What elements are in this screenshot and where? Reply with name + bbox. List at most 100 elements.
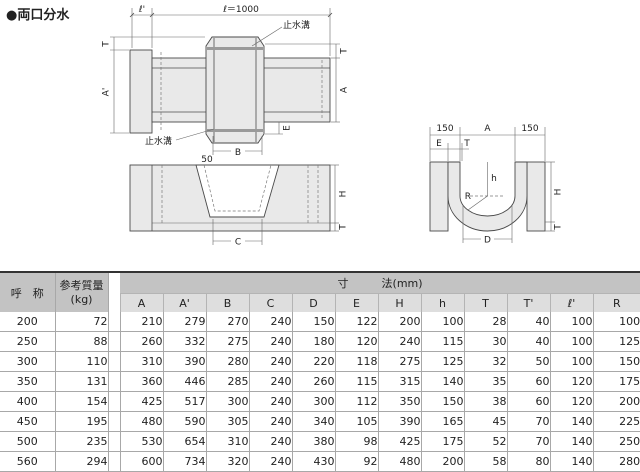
header-col-a: A	[119, 293, 163, 312]
dimension-cell: 480	[119, 411, 163, 432]
dimension-cell: 300	[205, 391, 249, 412]
dimension-cell: 115	[420, 331, 464, 352]
dimension-cell: 200	[420, 451, 464, 472]
nominal-size-cell: 500	[0, 431, 55, 452]
dimension-cell: 120	[334, 331, 378, 352]
dimension-table: 呼 称 参考質量 (kg) 寸 法(mm) A A' B C D E H h T…	[0, 271, 640, 472]
dimension-cell: 240	[248, 351, 292, 372]
cross-section-view: 150 A 150 E T h R D H T	[429, 124, 564, 246]
dimension-cell: 280	[205, 351, 249, 372]
technical-drawing: ℓ' ℓ＝1000 止水溝 止水溝 T A' T A E B 50	[102, 5, 564, 248]
dimension-cell: 70	[506, 431, 550, 452]
dimension-cell: 279	[162, 312, 206, 332]
dimension-tick	[129, 12, 135, 18]
dimension-cell: 320	[205, 451, 249, 472]
reference-mass-cell: 235	[54, 431, 108, 452]
section-e-label: E	[436, 139, 442, 149]
section-h-label: H	[554, 189, 564, 196]
t-right-label: T	[340, 48, 350, 55]
dimension-cell: 425	[119, 391, 163, 412]
header-reference-mass-unit: (kg)	[70, 292, 93, 306]
dimension-cell: 240	[248, 371, 292, 392]
header-col-e: E	[334, 293, 378, 312]
reference-mass-cell: 88	[54, 331, 108, 352]
dimension-cell: 100	[549, 312, 593, 332]
dimension-cell: 350	[377, 391, 421, 412]
reference-mass-cell: 72	[54, 312, 108, 332]
b-label: B	[235, 148, 241, 158]
dimension-cell: 200	[377, 312, 421, 332]
dimension-cell: 60	[506, 391, 550, 412]
dimension-cell: 225	[592, 411, 640, 432]
header-spacer	[108, 271, 120, 312]
header-reference-mass: 参考質量 (kg)	[55, 271, 109, 312]
nominal-size-cell: 250	[0, 331, 55, 352]
dimension-tick	[149, 12, 155, 18]
spacer-cell	[107, 371, 120, 392]
nominal-size-cell: 400	[0, 391, 55, 412]
header-dimensions: 寸 法(mm)	[120, 271, 640, 294]
dimension-cell: 180	[291, 331, 335, 352]
dimension-cell: 125	[420, 351, 464, 372]
side-block-right	[526, 161, 546, 232]
dimension-cell: 517	[162, 391, 206, 412]
dimension-cell: 285	[205, 371, 249, 392]
header-reference-mass-label: 参考質量	[59, 278, 104, 292]
dimension-cell: 38	[463, 391, 507, 412]
header-col-t-prime: T'	[506, 293, 550, 312]
spacer-cell	[107, 331, 120, 352]
reference-mass-cell: 154	[54, 391, 108, 412]
dimension-cell: 40	[506, 312, 550, 332]
e-label: E	[283, 125, 293, 131]
header-col-b: B	[205, 293, 249, 312]
c-label: C	[235, 238, 241, 248]
section-d-label: D	[484, 236, 491, 246]
dimension-cell: 430	[291, 451, 335, 472]
h-label: H	[339, 191, 349, 198]
dimension-cell: 92	[334, 451, 378, 472]
header-col-t: T	[463, 293, 507, 312]
plan-view: ℓ' ℓ＝1000 止水溝 止水溝 T A' T A E B 50	[102, 5, 350, 165]
dimension-cell: 100	[549, 331, 593, 352]
dimension-cell: 250	[592, 431, 640, 452]
section-t-bottom-label: T	[554, 224, 564, 231]
section-t-label: T	[463, 139, 470, 149]
dimension-cell: 118	[334, 351, 378, 372]
header-row-main: 呼 称 参考質量 (kg) 寸 法(mm)	[0, 271, 640, 312]
dimension-cell: 150	[291, 312, 335, 332]
dimension-cell: 58	[463, 451, 507, 472]
dimension-cell: 98	[334, 431, 378, 452]
dimension-cell: 115	[334, 371, 378, 392]
dimension-cell: 480	[377, 451, 421, 472]
side-block-left	[429, 161, 449, 232]
dimension-cell: 175	[592, 371, 640, 392]
dimension-cell: 100	[592, 312, 640, 332]
dimension-cell: 340	[291, 411, 335, 432]
section-h-inner-label: h	[491, 174, 497, 184]
dimension-cell: 590	[162, 411, 206, 432]
dimension-cell: 45	[463, 411, 507, 432]
groove-label-top: 止水溝	[283, 19, 310, 31]
dimension-cell: 360	[119, 371, 163, 392]
dimension-cell: 390	[162, 351, 206, 372]
dimension-cell: 120	[549, 371, 593, 392]
spacer-cell	[107, 312, 120, 332]
dimension-cell: 28	[463, 312, 507, 332]
spacer-cell	[107, 351, 120, 372]
branch-outline	[205, 36, 265, 144]
dimension-cell: 240	[248, 451, 292, 472]
reference-mass-cell: 131	[54, 371, 108, 392]
dimension-cell: 112	[334, 391, 378, 412]
side-width-label-left: 150	[436, 124, 453, 134]
header-col-h-lower: h	[420, 293, 464, 312]
u-shell-outline	[447, 161, 528, 232]
l-prime-label: ℓ'	[138, 5, 145, 15]
dimension-cell: 122	[334, 312, 378, 332]
dimension-cell: 390	[377, 411, 421, 432]
dimension-cell: 60	[506, 371, 550, 392]
section-a-label: A	[484, 124, 491, 134]
t-left-label: T	[102, 41, 112, 48]
